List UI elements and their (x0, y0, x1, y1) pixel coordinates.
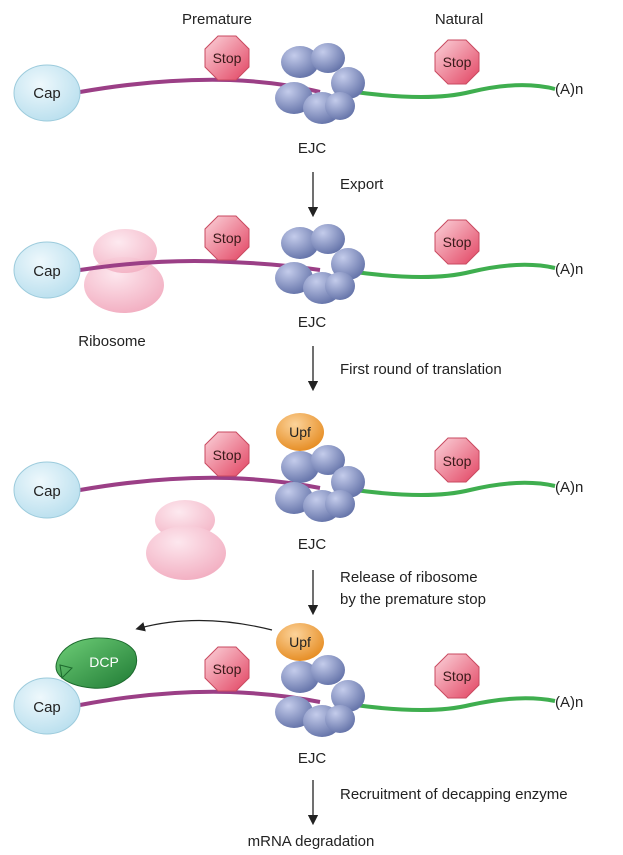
poly-a-tail: (A)n (555, 81, 583, 98)
ejc-complex (275, 43, 365, 124)
step-label-export: Export (340, 176, 384, 193)
premature-stop (204, 431, 250, 477)
ejc-complex (275, 224, 365, 304)
step-label-release-line2: by the premature stop (340, 591, 486, 608)
dcp-label: DCP (89, 654, 119, 670)
cap (13, 461, 81, 519)
mrna-panel-1: Cap Stop Stop (A)n EJC (13, 35, 583, 157)
ejc-complex (275, 445, 365, 522)
step-label-release-line1: Release of ribosome (340, 569, 478, 586)
cap-label: Cap (33, 483, 61, 500)
natural-stop-label: Stop (443, 54, 472, 70)
upf-label: Upf (289, 634, 311, 650)
natural-stop (434, 653, 480, 699)
mrna-panel-4: DCP Cap Stop Stop Upf (A)n EJC (13, 619, 583, 767)
cap-label: Cap (33, 263, 61, 280)
cap (13, 677, 81, 735)
step-label-first-translation: First round of translation (340, 361, 502, 378)
natural-stop-heading: Natural (435, 11, 483, 28)
natural-stop (434, 219, 480, 265)
premature-stop-heading: Premature (182, 11, 252, 28)
premature-stop (204, 215, 250, 261)
cap (13, 64, 81, 122)
ejc-label: EJC (298, 750, 327, 767)
natural-mrna-segment (354, 480, 556, 497)
dcp-enzyme (55, 637, 138, 689)
released-ribosome-large-subunit (146, 526, 226, 580)
premature-stop-label: Stop (213, 50, 242, 66)
ejc-label: EJC (298, 140, 327, 157)
ribosome-large-subunit (84, 257, 164, 313)
natural-stop-label: Stop (443, 453, 472, 469)
premature-stop-label: Stop (213, 661, 242, 677)
natural-mrna-segment (354, 696, 556, 712)
premature-stop (204, 35, 250, 81)
natural-stop-label: Stop (443, 234, 472, 250)
step-label-decapping: Recruitment of decapping enzyme (340, 786, 568, 803)
premature-stop-label: Stop (213, 230, 242, 246)
mrna-panel-2: Cap Stop Stop (A)n EJC Ribosome (13, 215, 583, 350)
natural-stop (434, 39, 480, 85)
ejc-label: EJC (298, 536, 327, 553)
ribosome-label: Ribosome (78, 333, 146, 350)
mrna-panel-3: Cap Stop Stop Upf (A)n EJC (13, 413, 583, 580)
natural-stop-label: Stop (443, 668, 472, 684)
ejc-complex (275, 655, 365, 737)
natural-mrna-segment (354, 262, 556, 279)
cap-label: Cap (33, 85, 61, 102)
cap (13, 241, 81, 299)
natural-mrna-segment (354, 83, 556, 99)
premature-stop-label: Stop (213, 447, 242, 463)
upf-label: Upf (289, 424, 311, 440)
upf-to-dcp-arrow (135, 619, 273, 632)
poly-a-tail: (A)n (555, 694, 583, 711)
upf-protein (276, 413, 324, 451)
poly-a-tail: (A)n (555, 261, 583, 278)
cap-label: Cap (33, 699, 61, 716)
final-outcome-label: mRNA degradation (248, 833, 375, 850)
natural-stop (434, 437, 480, 483)
upf-protein (276, 623, 324, 661)
ejc-label: EJC (298, 314, 327, 331)
poly-a-tail: (A)n (555, 479, 583, 496)
premature-stop (204, 646, 250, 692)
